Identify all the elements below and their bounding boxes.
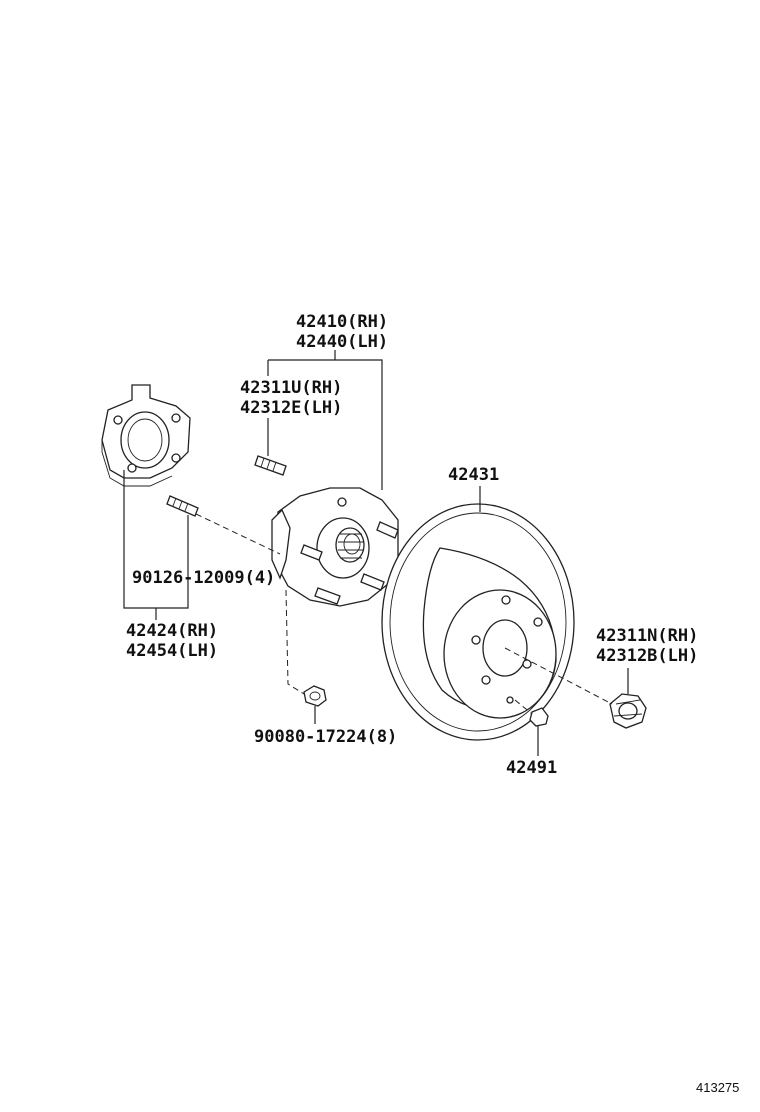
retainer-part-number-rh: 42424(RH)	[126, 621, 219, 641]
bearing-retainer-part[interactable]	[101, 384, 191, 487]
hub-nut-part[interactable]	[303, 685, 327, 707]
lock-nut-part-number-rh: 42311N(RH)	[596, 626, 699, 646]
plug-part-number: 42491	[506, 758, 558, 778]
hub-bolt-part-number-lh: 42312E(LH)	[240, 398, 343, 418]
hub-part-number-rh: 42410(RH)	[296, 312, 389, 332]
lock-nut-part-number-lh: 42312B(LH)	[596, 646, 699, 666]
hub-part-number-lh: 42440(LH)	[296, 332, 389, 352]
stud-part-number: 90126-12009(4)	[132, 568, 276, 588]
retainer-part-number-lh: 42454(LH)	[126, 641, 219, 661]
hub-bolt-part[interactable]	[254, 455, 287, 476]
hub-nut-part-number: 90080-17224(8)	[254, 727, 398, 747]
disc-part-number: 42431	[448, 465, 500, 485]
hub-bolt-part-number-rh: 42311U(RH)	[240, 378, 343, 398]
leader-lines	[123, 350, 629, 756]
figure-number: 413275	[696, 1080, 740, 1095]
brake-disc-part[interactable]	[381, 503, 575, 741]
lock-nut-part[interactable]	[609, 693, 647, 729]
plug-part[interactable]	[529, 707, 549, 727]
hub-stud-part[interactable]	[166, 495, 199, 517]
axle-hub-part[interactable]	[271, 487, 399, 607]
